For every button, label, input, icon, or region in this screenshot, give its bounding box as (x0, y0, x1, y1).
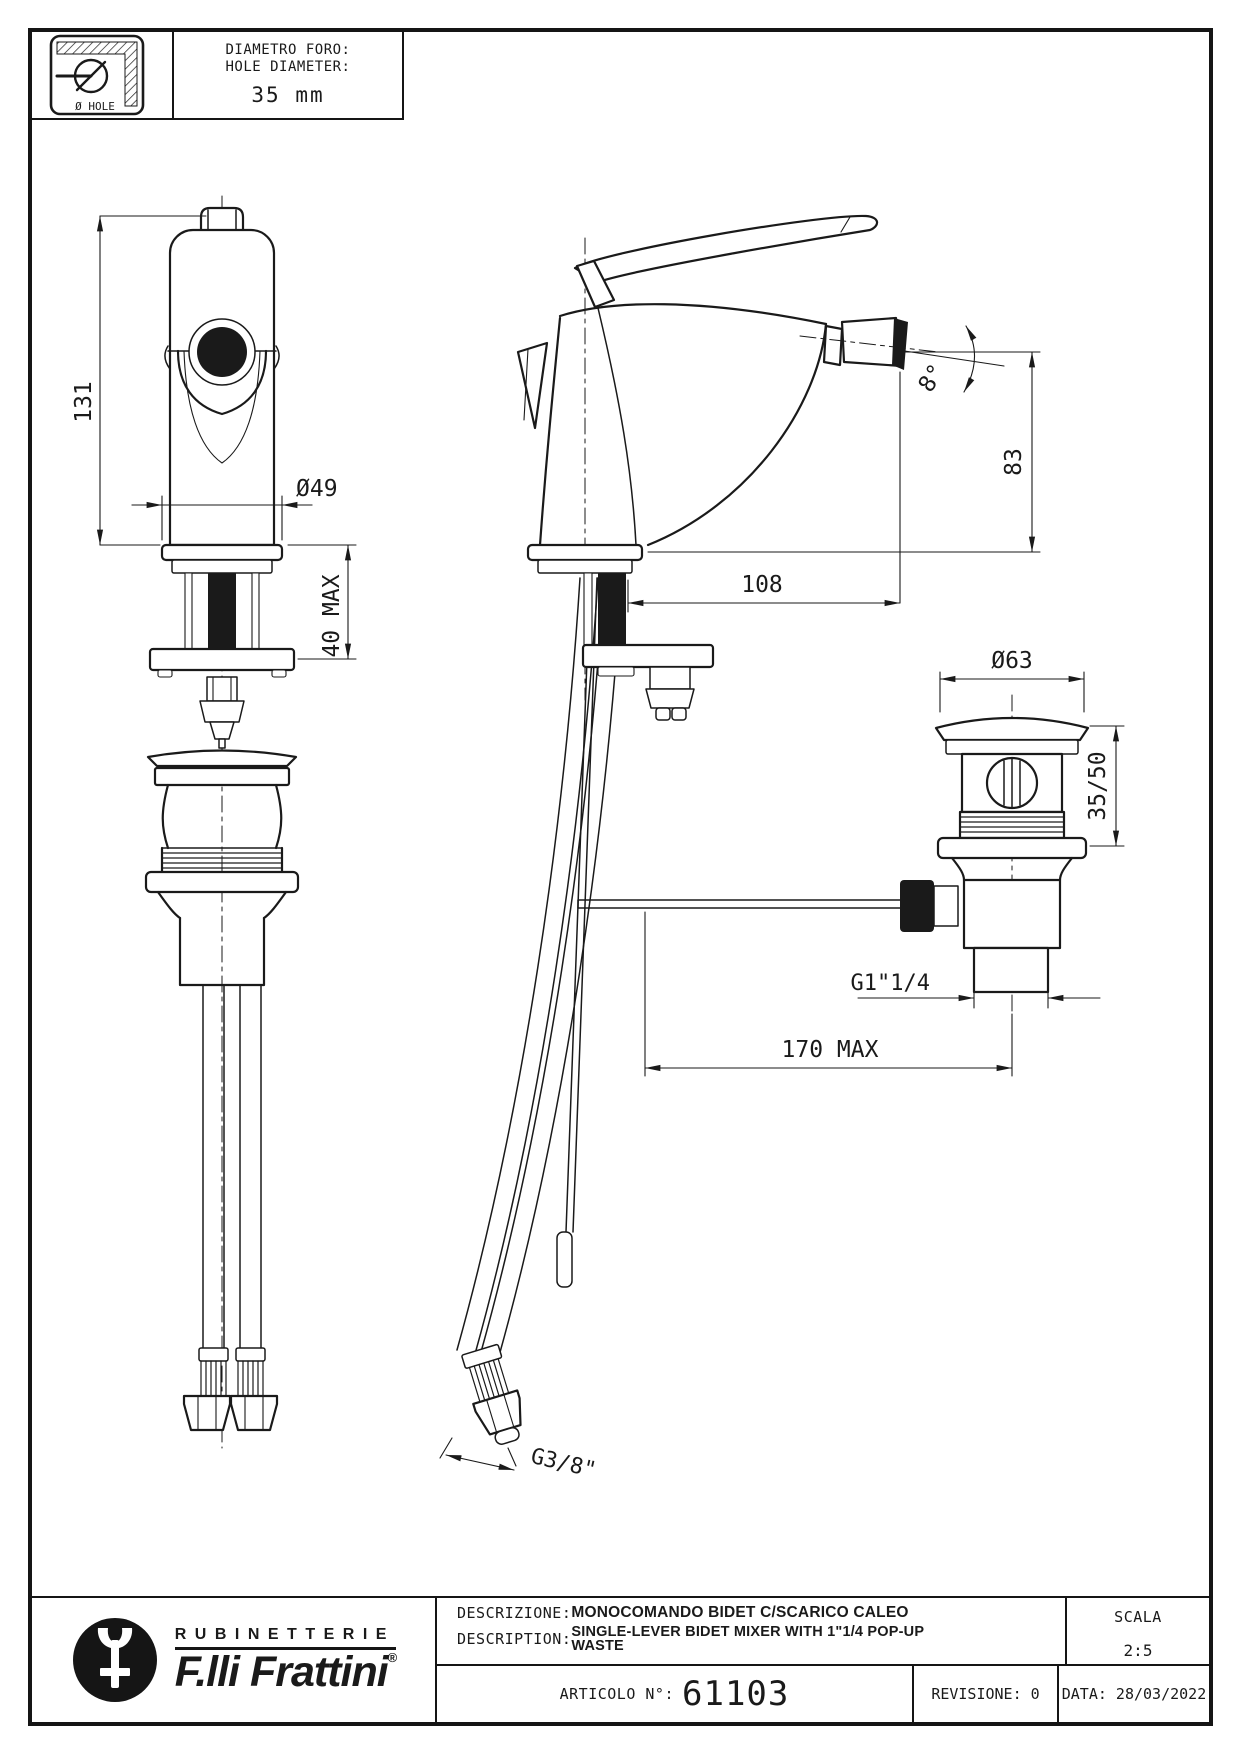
hole-label-it: DIAMETRO FORO: (225, 42, 351, 58)
hole-icon-cell: Ø HOLE (32, 32, 174, 118)
scale-label: SCALA (1114, 1608, 1162, 1626)
brand-name-text: F.lli Frattini (174, 1648, 389, 1696)
descrizione-value: MONOCOMANDO BIDET C/SCARICO CALEO (571, 1604, 909, 1621)
dim-waste-thread: G1"1/4 (851, 971, 930, 996)
dim-hose-thread: G3/8" (528, 1444, 598, 1483)
scale-cell: SCALA 2:5 (1067, 1598, 1209, 1664)
side-view: 8° 83 108 G3/8" (439, 214, 1041, 1483)
dim-spout-angle: 8° (914, 360, 951, 397)
dim-spout-height: 83 (1001, 448, 1027, 476)
date-cell: DATA: 28/03/2022 (1061, 1685, 1207, 1703)
front-view: 131 Ø49 40 MAX (71, 195, 357, 1449)
article-cell: ARTICOLO N°: 61103 (437, 1666, 914, 1722)
scale-value: 2:5 (1123, 1641, 1153, 1660)
revision-cell: REVISIONE: 0 (914, 1666, 1059, 1722)
description-label: DESCRIPTION: (457, 1630, 572, 1648)
dim-base-diameter: Ø49 (296, 476, 338, 502)
dim-reach-max: 170 MAX (782, 1037, 879, 1063)
hole-diameter-box: Ø HOLE DIAMETRO FORO: HOLE DIAMETER: 35 … (32, 32, 404, 120)
description-value: SINGLE-LEVER BIDET MIXER WITH 1"1/4 POP-… (571, 1624, 924, 1654)
descrizione-label: DESCRIZIONE: (457, 1604, 572, 1622)
description-cell: DESCRIZIONE: MONOCOMANDO BIDET C/SCARICO… (437, 1598, 1067, 1664)
article-number: 61103 (682, 1674, 790, 1714)
title-block: RUBINETTERIE F.lli Frattini® DESCRIZIONE… (32, 1596, 1209, 1722)
hole-icon-label: Ø HOLE (75, 100, 115, 113)
title-block-fields: DESCRIZIONE: MONOCOMANDO BIDET C/SCARICO… (437, 1598, 1209, 1722)
article-label: ARTICOLO N°: (559, 1685, 674, 1703)
waste-detail: Ø63 G1"1/4 35/50 (577, 648, 1125, 1077)
hose-end-fitting (461, 1343, 522, 1445)
dim-spout-reach: 108 (741, 572, 783, 598)
hole-label-en: HOLE DIAMETER: (225, 59, 351, 75)
sheet-border (28, 28, 1213, 1726)
brand-registered-mark: ® (387, 1650, 398, 1665)
dim-waste-depth: 35/50 (1085, 751, 1111, 820)
dim-deck-max: 40 MAX (319, 574, 345, 657)
brand-rubinetterie: RUBINETTERIE (174, 1626, 397, 1650)
dim-waste-diameter: Ø63 (991, 648, 1033, 674)
brand-logo-icon (72, 1618, 157, 1702)
dim-height: 131 (71, 381, 97, 423)
brand-logo-cell: RUBINETTERIE F.lli Frattini® (32, 1598, 437, 1722)
hole-diameter-text: DIAMETRO FORO: HOLE DIAMETER: 35 mm (174, 32, 402, 118)
brand-name: F.lli Frattini® (174, 1648, 398, 1696)
hole-diameter-icon: Ø HOLE (49, 34, 145, 116)
brand-wordmark: RUBINETTERIE F.lli Frattini® (174, 1626, 398, 1696)
hole-diameter-value: 35 mm (251, 83, 325, 107)
